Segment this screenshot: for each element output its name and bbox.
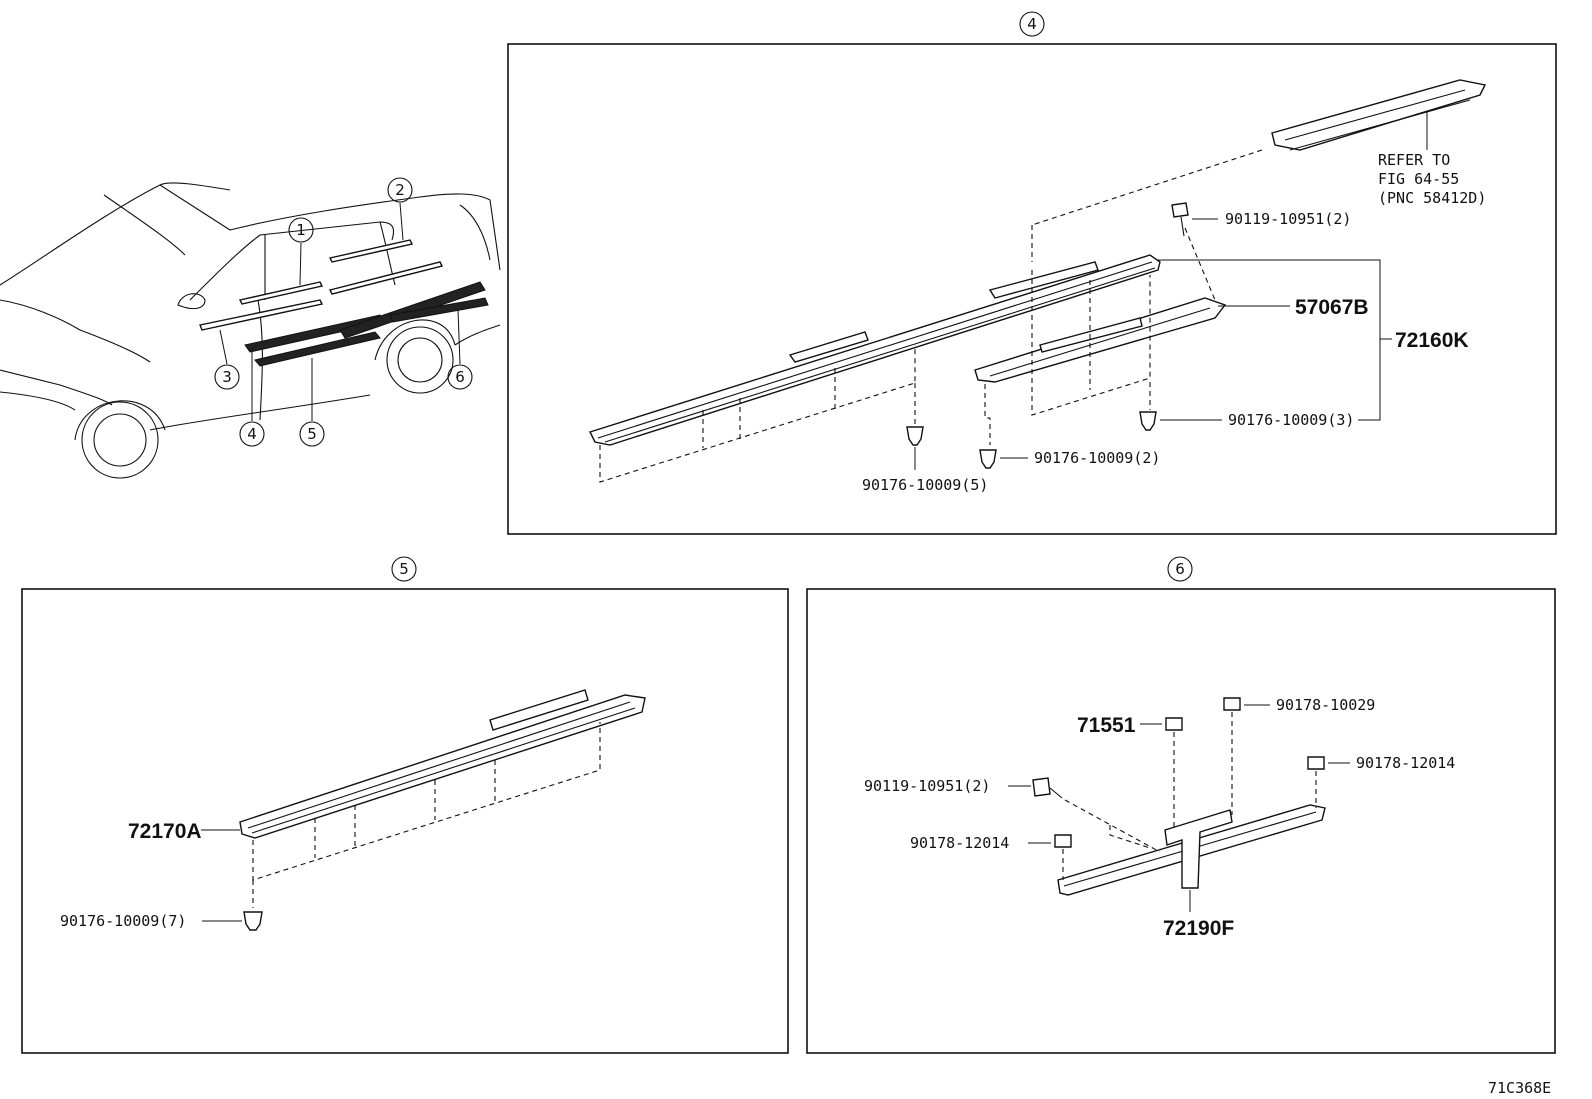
svg-text:6: 6 [455,368,465,386]
clip-b-label: 90176-10009(2) [1034,449,1160,467]
callout-5: 5 [299,421,325,447]
nut-icon [1307,756,1325,770]
panel-6: 6 90178-10029 71551 90178-12014 90119-10… [806,556,1556,1054]
clip-icon [243,911,263,931]
figure-code: 71C368E [1488,1079,1551,1097]
clip-icon [979,449,997,469]
svg-text:3: 3 [222,368,232,386]
vehicle-overview [0,182,501,479]
screw-label: 90119-10951(2) [864,777,990,795]
clip-icon [906,426,924,446]
callout-3: 3 [214,364,240,390]
svg-text:5: 5 [307,425,317,443]
screw-icon [1171,202,1189,218]
panel-4: 4 REFER TO FIG 64-55 (PNC 58412D) [507,11,1557,535]
callout-6: 6 [447,364,473,390]
screw-label: 90119-10951(2) [1225,210,1351,228]
nut-left-label: 90178-12014 [910,834,1009,852]
reference-rail [1271,79,1487,151]
refer-text-line2: FIG 64-55 [1378,170,1459,188]
panel-4-title: 4 [1027,15,1037,33]
nut-top-label: 90178-10029 [1276,696,1375,714]
svg-text:2: 2 [395,181,405,199]
retainer-icon [1165,717,1183,731]
svg-text:1: 1 [296,221,306,239]
part-label: 72190F [1163,917,1234,940]
svg-text:4: 4 [247,425,257,443]
screw-icon [1032,777,1051,797]
callout-4: 4 [239,421,265,447]
clip-a-label: 90176-10009(3) [1228,411,1354,429]
nut-right-label: 90178-12014 [1356,754,1455,772]
part-label: 72170A [128,820,202,843]
retainer-label: 71551 [1077,714,1136,737]
clip-label: 90176-10009(7) [60,912,186,930]
assembly-label: 72160K [1395,329,1469,352]
panel-5: 5 72170A 90176-10009(7) [21,556,789,1054]
panel-6-title: 6 [1175,560,1185,578]
nut-icon [1223,697,1241,711]
bracket-label: 57067B [1295,296,1369,319]
nut-icon [1054,834,1072,848]
panel-5-title: 5 [399,560,409,578]
callout-1: 1 [288,217,314,243]
clip-icon [1139,411,1157,431]
callout-2: 2 [387,177,413,203]
refer-text-line1: REFER TO [1378,151,1450,169]
refer-text-line3: (PNC 58412D) [1378,189,1486,207]
clip-c-label: 90176-10009(5) [862,476,988,494]
